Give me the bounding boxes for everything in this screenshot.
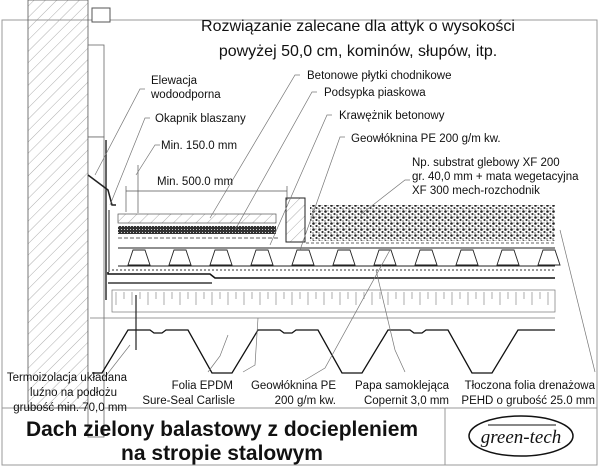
label-geotextile-bottom-2: 200 g/m kw. bbox=[275, 395, 336, 407]
trapezoidal-steel-deck bbox=[92, 329, 555, 374]
thermal-insulation bbox=[111, 289, 556, 313]
drainage-cell bbox=[168, 249, 192, 266]
drainage-cell bbox=[209, 249, 233, 266]
label-substrate-2: gr. 40,0 mm + mata wegetacyjna bbox=[412, 171, 579, 183]
drainage-cell bbox=[537, 249, 561, 266]
leader-lines bbox=[94, 74, 596, 381]
label-sand: Podsypka piaskowa bbox=[324, 87, 426, 99]
label-min500: Min. 500.0 mm bbox=[157, 176, 233, 188]
label-elevation: Elewacja bbox=[151, 75, 198, 87]
drainage-cell bbox=[127, 249, 151, 266]
label-elevation-2: wodoodporna bbox=[150, 89, 221, 101]
label-drip: Okapnik blaszany bbox=[155, 113, 246, 125]
drainage-cell bbox=[373, 249, 397, 266]
label-bitumen-2: Copernit 3,0 mm bbox=[364, 395, 449, 407]
heading-line-2: powyżej 50,0 cm, kominów, słupów, itp. bbox=[219, 43, 497, 60]
dimension-lines bbox=[125, 165, 288, 213]
concrete-curb bbox=[285, 197, 306, 243]
logo-text: green-tech bbox=[481, 427, 562, 448]
label-paving: Betonowe płytki chodnikowe bbox=[307, 70, 451, 82]
label-drainage-2: PEHD o grubość 25.0 mm bbox=[461, 395, 595, 407]
drainage-cell bbox=[455, 249, 479, 266]
epdm-membrane bbox=[107, 272, 555, 279]
label-insulation-2: luźno na podłożu bbox=[30, 387, 117, 399]
label-bitumen-1: Papa samoklejąca bbox=[355, 380, 450, 392]
drawing-title-1: Dach zielony balastowy z dociepleniem bbox=[26, 418, 418, 441]
drainage-cell bbox=[291, 249, 315, 266]
soil-substrate bbox=[310, 205, 555, 241]
heading-line-1: Rozwiązanie zalecane dla attyk o wysokoś… bbox=[201, 18, 515, 35]
drainage-foil bbox=[118, 247, 555, 267]
label-substrate-3: XF 300 mech-rozchodnik bbox=[412, 185, 540, 197]
drawing-title-2: na stropie stalowym bbox=[121, 442, 323, 465]
drainage-cell bbox=[250, 249, 274, 266]
drainage-cell bbox=[332, 249, 356, 266]
label-curb: Krawężnik betonowy bbox=[339, 110, 445, 122]
label-substrate-1: Np. substrat glebowy XF 200 bbox=[412, 157, 560, 169]
label-drainage-1: Tłoczona folia drenażowa bbox=[465, 380, 596, 392]
label-geotextile-top: Geowłóknina PE 200 g/m kw. bbox=[351, 133, 501, 145]
parapet-wall bbox=[27, 0, 116, 438]
drip-flashing bbox=[87, 174, 116, 206]
label-insulation-1: Termoizolacja układana bbox=[7, 372, 128, 384]
label-epdm-1: Folia EPDM bbox=[172, 380, 233, 392]
label-insulation-3: grubość min. 70,0 mm bbox=[13, 402, 127, 414]
sand-bedding bbox=[118, 226, 276, 234]
label-epdm-2: Sure-Seal Carlisle bbox=[142, 395, 235, 407]
drainage-cell bbox=[414, 249, 438, 266]
label-min150: Min. 150.0 mm bbox=[161, 140, 237, 152]
insulation-ticks bbox=[115, 292, 549, 305]
drainage-foil-cells bbox=[127, 249, 561, 266]
paving-tiles bbox=[117, 213, 277, 224]
drawing-frame bbox=[1, 19, 598, 466]
drainage-cell bbox=[496, 249, 520, 266]
label-geotextile-bottom-1: Geowłóknina PE bbox=[251, 380, 336, 392]
green-tech-logo: green-tech bbox=[468, 415, 574, 457]
